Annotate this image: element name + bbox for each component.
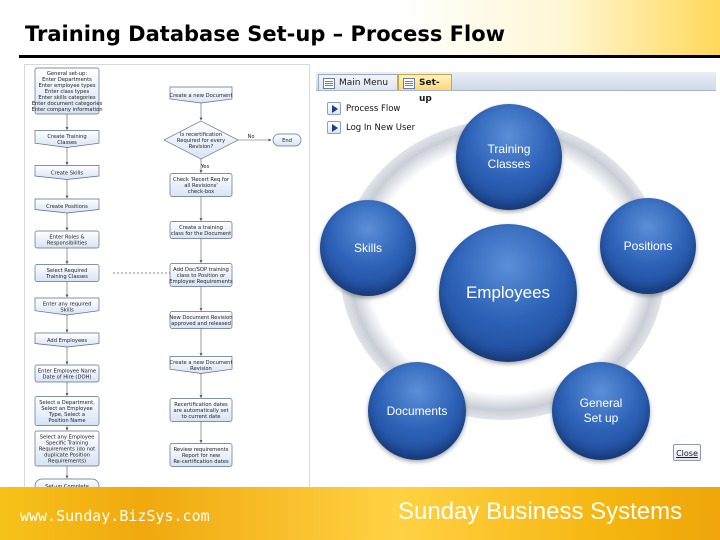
tab-main-menu[interactable]: Main Menu [318, 74, 398, 90]
general-set-up-button[interactable]: General Set up [552, 362, 650, 460]
employees-label: Employees [465, 283, 551, 303]
left-step-box [34, 297, 100, 316]
training-classes-button[interactable]: Training Classes [456, 104, 562, 210]
title-divider [19, 55, 720, 58]
footer-bar [0, 487, 720, 540]
left-step-text: Create Positions [46, 204, 88, 210]
documents-label: Documents [386, 403, 448, 418]
documents-button[interactable]: Documents [368, 362, 466, 460]
skills-label: Skills [353, 240, 382, 255]
footer-url: www.Sunday.BizSys.com [20, 507, 210, 525]
end-text: End [282, 138, 292, 144]
close-button[interactable]: Close [673, 444, 701, 461]
footer-company: Sunday Business Systems [398, 498, 683, 525]
left-step-box [34, 332, 100, 348]
employees-button[interactable]: Employees [439, 224, 577, 362]
log-in-new-user-label: Log In New User [346, 123, 416, 133]
skills-button[interactable]: Skills [320, 200, 416, 296]
play-arrow-icon[interactable] [327, 121, 341, 134]
left-step-box [34, 198, 100, 214]
right-step-box [169, 86, 233, 104]
left-step-text: Enter Roles &Responsibilities [47, 235, 87, 247]
right-step-text: Create a new Document [170, 93, 233, 99]
title-bar [0, 0, 720, 58]
process-flow-label: Process Flow [346, 104, 401, 114]
right-step-box [169, 443, 233, 467]
right-step-box [169, 356, 233, 374]
tab-set-up[interactable]: Set-up [398, 74, 452, 104]
form-icon [403, 78, 415, 89]
left-step-box [34, 165, 100, 180]
form-icon [323, 78, 335, 89]
tab-main-menu-label: Main Menu [339, 78, 389, 88]
training-classes-label: Training Classes [487, 142, 531, 171]
left-step-text: Create Skills [51, 171, 84, 177]
tab-set-up-label: Set-up [419, 78, 440, 104]
setup-window: Main Menu Set-up Process Flow Log In New… [314, 64, 716, 469]
decision-no-label: No [247, 134, 254, 140]
positions-button[interactable]: Positions [600, 198, 696, 294]
left-step-box [34, 130, 100, 148]
decision-yes-label: Yes [200, 164, 210, 170]
general-set-up-label: General Set up [579, 396, 623, 425]
positions-label: Positions [623, 238, 673, 253]
slide-title: Training Database Set-up – Process Flow [25, 22, 506, 46]
left-step-text: Add Employees [47, 338, 87, 344]
tab-bar: Main Menu Set-up [316, 72, 716, 104]
end-terminator [272, 133, 302, 147]
play-arrow-icon[interactable] [327, 102, 341, 115]
